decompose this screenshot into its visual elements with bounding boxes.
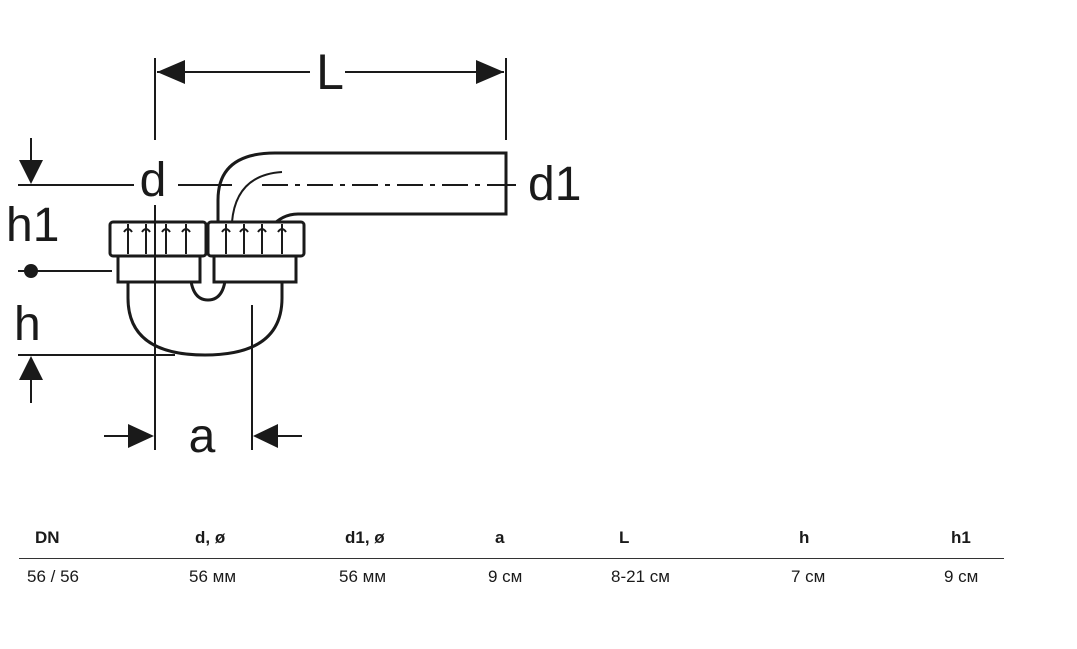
dimension-h: h bbox=[14, 298, 175, 403]
header-h1: h1 bbox=[951, 528, 971, 547]
siphon-dimension-drawing: L h1 h d bbox=[6, 44, 581, 463]
cell-h1: 9 см bbox=[944, 567, 979, 586]
label-h1: h1 bbox=[6, 199, 59, 252]
label-d: d bbox=[140, 154, 167, 207]
cell-h: 7 см bbox=[791, 567, 826, 586]
cell-L: 8-21 см bbox=[611, 567, 670, 586]
cell-d: 56 мм bbox=[189, 567, 237, 586]
dimension-L: L bbox=[154, 44, 507, 140]
cell-d1: 56 мм bbox=[339, 567, 387, 586]
header-h: h bbox=[799, 528, 810, 547]
label-L: L bbox=[316, 44, 344, 100]
header-L: L bbox=[619, 528, 630, 547]
header-dn: DN bbox=[35, 528, 60, 547]
cell-a: 9 см bbox=[488, 567, 523, 586]
label-h: h bbox=[14, 298, 41, 351]
header-d: d, ø bbox=[195, 528, 226, 547]
dimensions-table: DN d, ø d1, ø a L h h1 56 / 56 56 мм 56 … bbox=[19, 518, 1004, 599]
cell-dn: 56 / 56 bbox=[27, 567, 79, 586]
dimension-d1: d1 bbox=[506, 158, 581, 211]
header-a: a bbox=[495, 528, 505, 547]
header-d1: d1, ø bbox=[345, 528, 385, 547]
siphon-body bbox=[108, 151, 520, 357]
dimension-h1: h1 bbox=[6, 138, 134, 278]
dimension-a: a bbox=[104, 205, 302, 463]
dimension-d: d bbox=[140, 154, 232, 207]
label-a: a bbox=[189, 410, 216, 463]
table-row: 56 / 56 56 мм 56 мм 9 см 8-21 см 7 см 9 … bbox=[19, 559, 1004, 599]
table-header: DN d, ø d1, ø a L h h1 bbox=[19, 518, 1004, 559]
label-d1: d1 bbox=[528, 158, 581, 211]
